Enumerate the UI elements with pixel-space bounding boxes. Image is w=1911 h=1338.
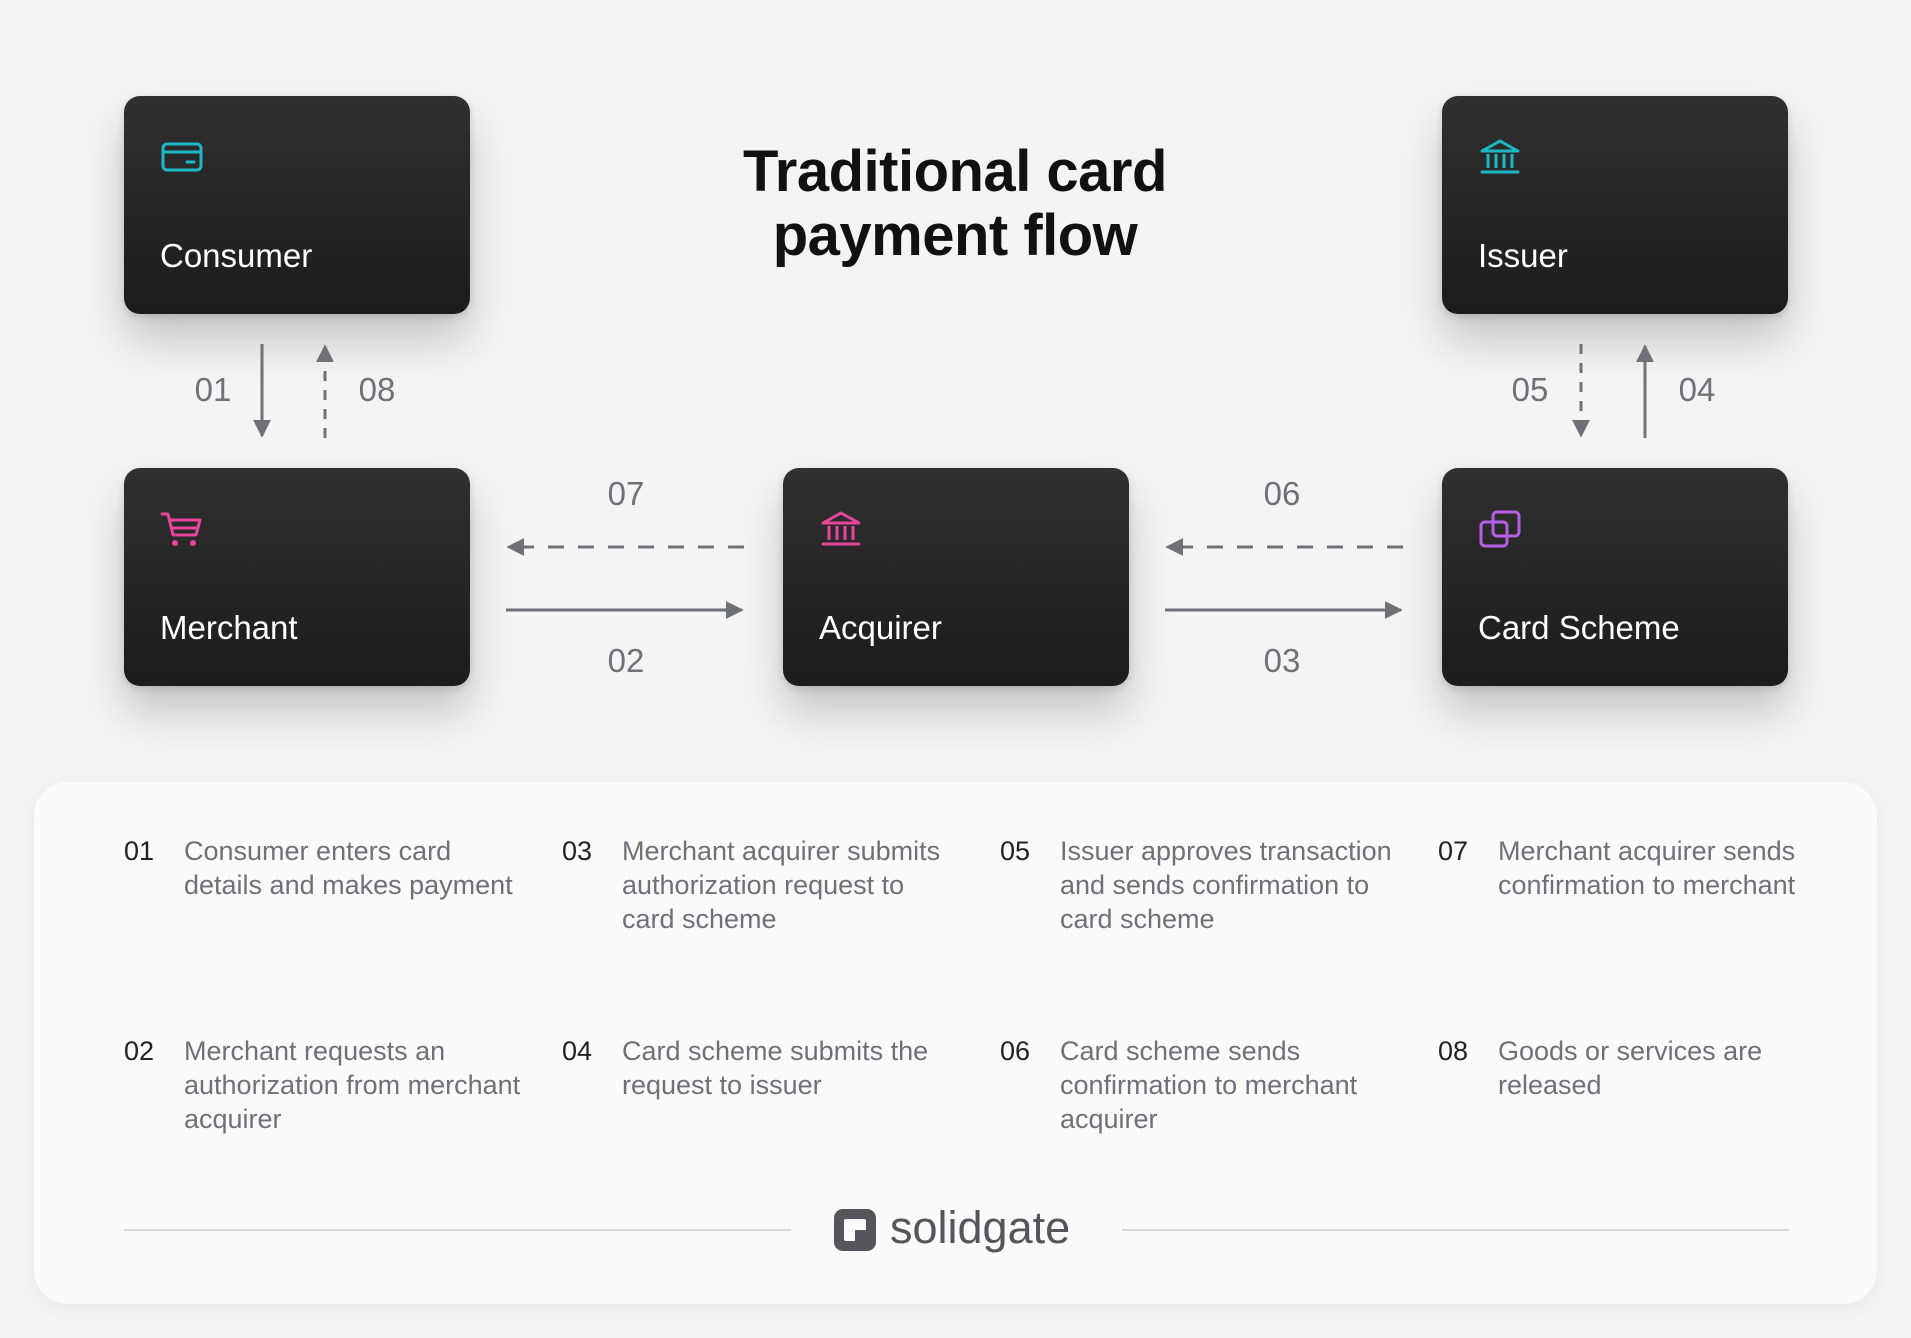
bank-icon [821, 511, 861, 546]
step-label-08: 08 [358, 371, 396, 408]
legend-number: 04 [562, 1036, 593, 1066]
card-scheme-node: Card Scheme [1442, 468, 1788, 686]
title-line-1: Traditional card [743, 139, 1167, 204]
footer-divider-right [1122, 1229, 1789, 1231]
footer-divider-left [124, 1229, 791, 1231]
step-label-07: 07 [607, 475, 645, 512]
shopping-cart-icon [160, 512, 202, 546]
legend-text: Merchant acquirer sends confirmation to … [1498, 836, 1796, 900]
acquirer-label: Acquirer [819, 609, 942, 646]
step-label-02: 02 [607, 642, 645, 679]
bank-icon [1480, 139, 1520, 174]
diagram-title: Traditional card payment flow [640, 140, 1270, 268]
consumer-node: Consumer [124, 96, 470, 314]
legend-text: Consumer enters card details and makes p… [184, 836, 513, 900]
title-line-2: payment flow [772, 203, 1138, 268]
stacked-cards-icon [1479, 510, 1521, 548]
merchant-node: Merchant [124, 468, 470, 686]
merchant-label: Merchant [160, 609, 298, 646]
legend-text: Issuer approves transaction and sends co… [1060, 836, 1392, 934]
legend-panel [34, 782, 1877, 1304]
legend-number: 07 [1438, 836, 1469, 866]
legend-text: Merchant requests an authorization from … [184, 1036, 521, 1134]
legend-number: 03 [562, 836, 593, 866]
legend-number: 01 [124, 836, 155, 866]
legend-number: 02 [124, 1036, 155, 1066]
brand-name: solidgate [890, 1202, 1071, 1253]
legend-text: Merchant acquirer submits authorization … [622, 836, 941, 934]
solidgate-logo-icon [834, 1209, 876, 1251]
legend-text: Goods or services are released [1498, 1036, 1763, 1100]
step-label-06: 06 [1263, 475, 1301, 512]
consumer-label: Consumer [160, 237, 313, 274]
step-label-04: 04 [1678, 371, 1716, 408]
legend-number: 08 [1438, 1036, 1469, 1066]
issuer-node: Issuer [1442, 96, 1788, 314]
legend-number: 05 [1000, 836, 1031, 866]
legend-text: Card scheme submits the request to issue… [622, 1036, 929, 1100]
credit-card-icon [161, 142, 203, 172]
legend-number: 06 [1000, 1036, 1031, 1066]
step-label-05: 05 [1511, 371, 1549, 408]
step-label-03: 03 [1263, 642, 1301, 679]
issuer-label: Issuer [1478, 237, 1568, 274]
legend-text: Card scheme sends confirmation to mercha… [1060, 1036, 1358, 1134]
card-scheme-label: Card Scheme [1478, 609, 1680, 646]
acquirer-node: Acquirer [783, 468, 1129, 686]
step-label-01: 01 [194, 371, 232, 408]
